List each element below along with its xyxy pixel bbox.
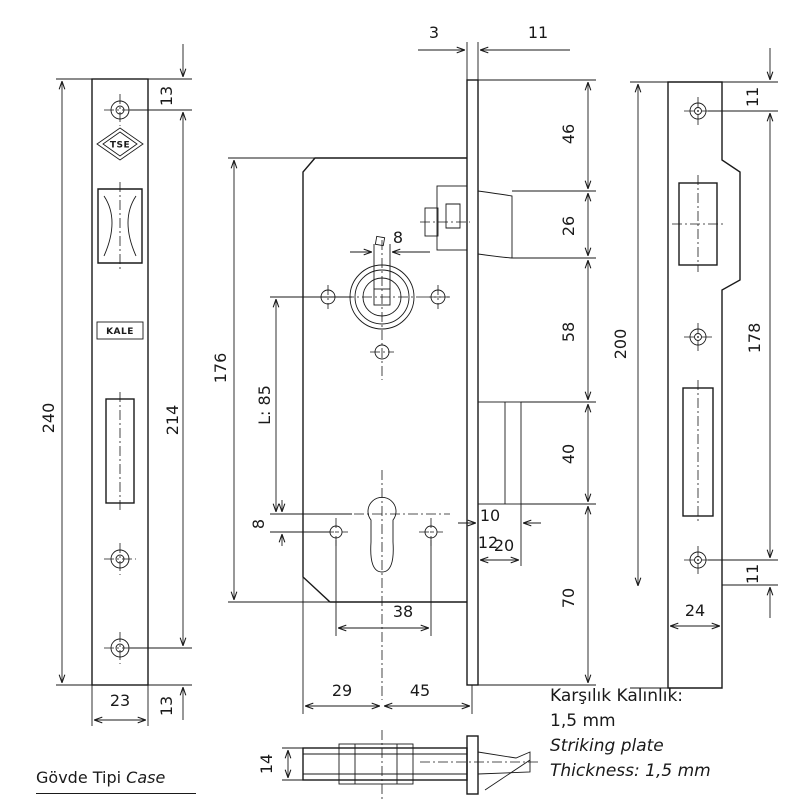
kale-logo: KALE bbox=[96, 321, 144, 340]
dim-strike-bottom-offset: 11 bbox=[722, 564, 778, 618]
note-line-4: Thickness: 1,5 mm bbox=[550, 761, 711, 781]
svg-text:8: 8 bbox=[249, 519, 268, 529]
case-hole-below-spindle bbox=[370, 344, 394, 360]
case-type-label-en: Case bbox=[126, 768, 166, 787]
svg-text:L: 85: L: 85 bbox=[255, 385, 274, 425]
svg-text:12: 12 bbox=[478, 533, 498, 552]
dim-faceplate-width: 23 bbox=[91, 685, 149, 726]
strike-latch-opening bbox=[672, 175, 724, 272]
svg-text:176: 176 bbox=[211, 353, 230, 384]
faceplate-view: TSE KALE bbox=[39, 44, 192, 726]
svg-text:11: 11 bbox=[528, 23, 548, 42]
svg-text:200: 200 bbox=[611, 329, 630, 360]
note-line-3: Striking plate bbox=[550, 736, 664, 756]
svg-text:70: 70 bbox=[559, 588, 578, 608]
bolt-opening bbox=[105, 392, 135, 510]
svg-text:24: 24 bbox=[685, 601, 705, 620]
strike-screw-hole-middle bbox=[684, 323, 712, 351]
strike-screw-hole-top bbox=[684, 97, 712, 125]
dim-cylinder-offset: 8 bbox=[249, 500, 330, 546]
strike-bolt-opening bbox=[682, 380, 714, 524]
svg-text:58: 58 bbox=[559, 322, 578, 342]
striking-plate-note: Karşılık Kalınlık: 1,5 mm Striking plate… bbox=[550, 684, 790, 784]
svg-text:214: 214 bbox=[163, 405, 182, 436]
svg-text:TSE: TSE bbox=[110, 141, 130, 151]
spindle-follower bbox=[326, 240, 450, 380]
dim-screw-hole-spacing: 38 bbox=[335, 540, 432, 636]
svg-text:23: 23 bbox=[110, 691, 130, 710]
dim-centre-distance: L: 85 bbox=[255, 296, 352, 515]
svg-text:11: 11 bbox=[743, 87, 762, 107]
svg-text:8: 8 bbox=[393, 228, 403, 247]
latch-opening bbox=[97, 182, 143, 270]
side-view: 14 bbox=[257, 730, 540, 800]
dim-strike-width: 24 bbox=[667, 601, 723, 688]
dim-faceplate-length: 240 bbox=[39, 78, 92, 686]
svg-text:178: 178 bbox=[745, 323, 764, 354]
case-type-label-tr: Gövde Tipi bbox=[36, 768, 122, 787]
svg-text:3: 3 bbox=[429, 23, 439, 42]
dim-bolt-throw: 10 12 20 bbox=[458, 504, 541, 566]
faceplate-outline bbox=[91, 78, 149, 686]
dim-faceplate-screw-pitch: 214 bbox=[130, 109, 192, 649]
svg-text:40: 40 bbox=[559, 444, 578, 464]
cylinder-hole bbox=[318, 470, 450, 700]
svg-text:20: 20 bbox=[494, 536, 514, 555]
svg-text:10: 10 bbox=[480, 506, 500, 525]
dim-strike-length: 200 bbox=[611, 81, 668, 689]
svg-text:14: 14 bbox=[257, 754, 276, 774]
dim-strike-screw-pitch: 178 bbox=[708, 110, 778, 561]
dim-backset: 29 45 bbox=[302, 577, 473, 714]
dim-faceplate-thickness: 3 11 bbox=[418, 23, 570, 80]
tse-logo: TSE bbox=[96, 127, 144, 161]
bolt bbox=[477, 401, 522, 505]
dim-spindle-square: 8 bbox=[350, 228, 430, 289]
case-type-underline bbox=[36, 793, 196, 794]
note-line-2: 1,5 mm bbox=[550, 711, 616, 731]
svg-text:13: 13 bbox=[157, 696, 176, 716]
striking-plate-view: 200 178 11 11 24 bbox=[611, 48, 778, 689]
case-outline bbox=[302, 157, 467, 603]
strike-screw-hole-bottom bbox=[684, 546, 712, 574]
dim-vertical-stack: 46 26 58 40 70 bbox=[478, 79, 596, 686]
svg-text:26: 26 bbox=[559, 216, 578, 236]
svg-text:45: 45 bbox=[410, 681, 430, 700]
striking-plate-outline bbox=[667, 81, 741, 689]
svg-text:11: 11 bbox=[743, 564, 762, 584]
dim-case-height: 176 bbox=[211, 157, 330, 603]
svg-text:38: 38 bbox=[393, 602, 413, 621]
svg-text:46: 46 bbox=[559, 124, 578, 144]
case-hole-right bbox=[426, 285, 450, 309]
svg-text:KALE: KALE bbox=[106, 327, 134, 337]
latch bbox=[420, 185, 513, 259]
dim-faceplate-bottom-offset: 13 bbox=[148, 684, 192, 720]
svg-text:240: 240 bbox=[39, 403, 58, 434]
lock-body-view: 176 L: 85 8 8 38 bbox=[211, 23, 596, 714]
dim-faceplate-top-offset: 13 bbox=[148, 44, 192, 106]
svg-text:29: 29 bbox=[332, 681, 352, 700]
note-line-1: Karşılık Kalınlık: bbox=[550, 686, 684, 706]
dim-strike-top-offset: 11 bbox=[722, 48, 778, 107]
case-type-label: Gövde Tipi Case bbox=[36, 768, 165, 787]
faceplate-screw-hole-middle bbox=[104, 543, 136, 575]
faceplate-side bbox=[466, 79, 479, 686]
svg-text:13: 13 bbox=[157, 86, 176, 106]
